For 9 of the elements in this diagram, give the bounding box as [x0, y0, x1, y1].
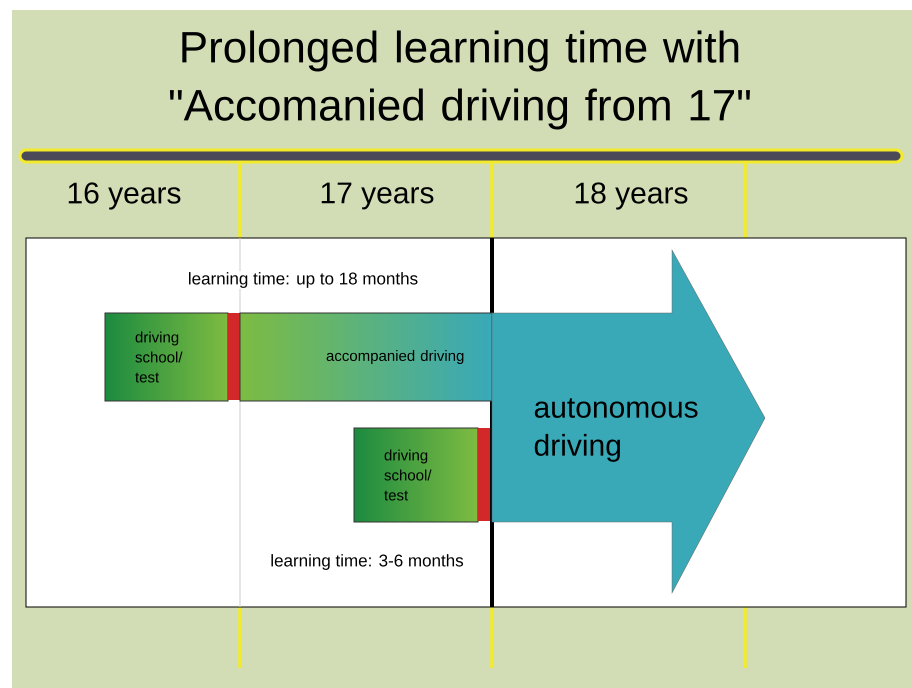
year-label: 17 years — [322, 182, 434, 210]
year-label: 18 years — [576, 182, 688, 210]
year-label: 16 years — [68, 182, 180, 210]
title: Prolonged learning time with "Accomanied driving from 17" — [170, 30, 750, 130]
bar-segment: accompanied driving — [240, 312, 492, 402]
bar-segment: driving school/ test — [354, 428, 478, 522]
annotation: learning time: 3-6 months — [269, 553, 465, 571]
annotation: learning time: up to 18 months — [186, 271, 420, 289]
bar-segment: driving school/ test — [104, 312, 228, 402]
